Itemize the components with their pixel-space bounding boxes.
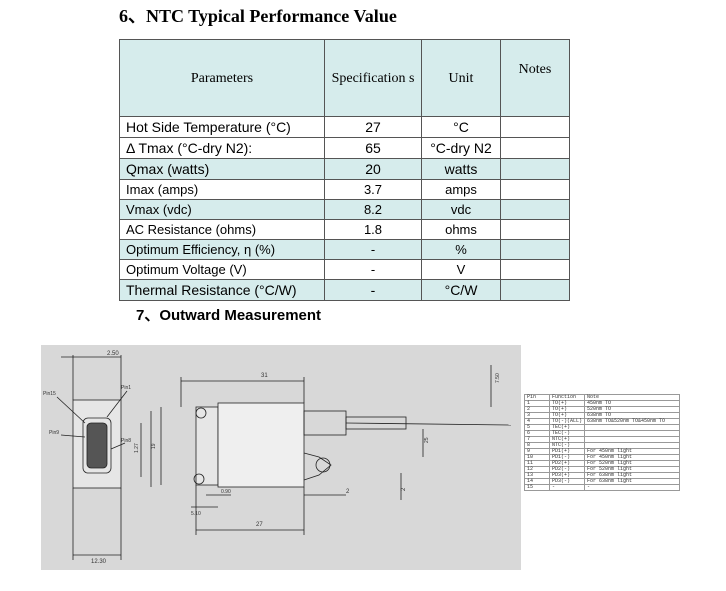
table-row: Δ Tmax (°C-dry N2): 65 °C-dry N2 — [119, 137, 570, 159]
mount-hole-bottom — [193, 473, 205, 485]
header-notes: Notes — [500, 39, 570, 117]
pin-label: Pin8 — [121, 438, 131, 444]
function-cell: - — [548, 484, 586, 491]
leader-line — [56, 396, 86, 424]
spec-cell: 3.7 — [324, 179, 422, 200]
mount-tab — [303, 452, 332, 481]
notes-cell — [500, 219, 570, 240]
notes-cell — [500, 259, 570, 280]
pin-label: Pin15 — [43, 391, 56, 397]
spec-cell: 65 — [324, 137, 422, 159]
pin-label: Pin1 — [121, 385, 131, 391]
unit-cell: °C — [421, 116, 501, 138]
param-cell: Imax (amps) — [119, 179, 325, 200]
param-cell: Optimum Efficiency, η (%) — [119, 239, 325, 260]
section-6-heading: 6、NTC Typical Performance Value — [119, 6, 397, 26]
pin-label: Pin9 — [49, 430, 59, 436]
unit-cell: vdc — [421, 199, 501, 220]
spec-cell: - — [324, 239, 422, 260]
dim-label: 2 — [401, 487, 407, 491]
section-7-heading: 7、Outward Measurement — [136, 307, 322, 324]
dim-label: 31 — [261, 373, 268, 379]
table-row: Thermal Resistance (°C/W) - °C/W — [119, 279, 570, 301]
unit-cell: °C/W — [421, 279, 501, 301]
table-header-row: Parameters Specification s Unit Notes — [119, 39, 570, 117]
dim-label: 7.50 — [495, 373, 501, 383]
dim-label: 12.30 — [91, 559, 107, 565]
param-cell: Optimum Voltage (V) — [119, 259, 325, 280]
header-specifications: Specification s — [324, 39, 422, 117]
unit-cell: V — [421, 259, 501, 280]
dim-label: 27 — [256, 522, 263, 528]
mechanical-drawing-svg: 2.50 12.30 Pin15 Pin1 Pin9 Pin8 1.27 19 … — [43, 351, 512, 565]
fiber-boot — [303, 410, 347, 436]
spec-cell: - — [324, 279, 422, 301]
unit-cell: watts — [421, 158, 501, 180]
header-unit: Unit — [421, 39, 501, 117]
param-cell: Thermal Resistance (°C/W) — [119, 279, 325, 301]
connector-flange — [195, 406, 219, 486]
module-body — [217, 402, 305, 488]
param-cell: Hot Side Temperature (°C) — [119, 116, 325, 138]
leader-line — [60, 434, 86, 438]
unit-cell: % — [421, 239, 501, 260]
leader-line — [106, 390, 128, 418]
notes-cell — [500, 179, 570, 200]
table-row: 15-- — [524, 484, 681, 491]
spec-cell: 20 — [324, 158, 422, 180]
unit-cell: °C-dry N2 — [421, 137, 501, 159]
dim-label: 25 — [424, 437, 430, 443]
notes-cell — [500, 239, 570, 260]
table-row: Optimum Voltage (V) - V — [119, 259, 570, 280]
leader-line — [110, 442, 126, 450]
notes-cell — [500, 116, 570, 138]
spec-cell: 8.2 — [324, 199, 422, 220]
dim-label: 2 — [346, 489, 350, 495]
spec-cell: 27 — [324, 116, 422, 138]
table-row: AC Resistance (ohms) 1.8 ohms — [119, 219, 570, 240]
dim-label: 0.90 — [221, 489, 231, 495]
ntc-performance-table: Parameters Specification s Unit Notes Ho… — [119, 39, 570, 301]
table-row: Vmax (vdc) 8.2 vdc — [119, 199, 570, 220]
param-cell: Δ Tmax (°C-dry N2): — [119, 137, 325, 159]
connector-pins — [86, 422, 108, 469]
notes-cell — [500, 158, 570, 180]
note-cell: - — [584, 484, 681, 491]
spec-cell: - — [324, 259, 422, 280]
table-row: Optimum Efficiency, η (%) - % — [119, 239, 570, 260]
param-cell: AC Resistance (ohms) — [119, 219, 325, 240]
notes-cell — [500, 199, 570, 220]
param-cell: Qmax (watts) — [119, 158, 325, 180]
dim-label: 2.50 — [107, 351, 119, 357]
header-parameters: Parameters — [119, 39, 325, 117]
fiber-line — [345, 422, 512, 426]
table-row: Imax (amps) 3.7 amps — [119, 179, 570, 200]
param-cell: Vmax (vdc) — [119, 199, 325, 220]
dim-label: 1.27 — [134, 443, 140, 453]
mount-hole-top — [195, 407, 207, 419]
unit-cell: amps — [421, 179, 501, 200]
notes-cell — [500, 279, 570, 301]
unit-cell: ohms — [421, 219, 501, 240]
table-row: Hot Side Temperature (°C) 27 °C — [119, 116, 570, 138]
spec-cell: 1.8 — [324, 219, 422, 240]
dim-label: 19 — [151, 443, 157, 449]
dim-label: 5.10 — [191, 511, 201, 517]
connector-outline — [82, 417, 112, 474]
pin-cell: 15 — [524, 484, 550, 491]
outward-measurement-drawing: 2.50 12.30 Pin15 Pin1 Pin9 Pin8 1.27 19 … — [41, 345, 521, 570]
table-row: Qmax (watts) 20 watts — [119, 158, 570, 180]
notes-cell — [500, 137, 570, 159]
